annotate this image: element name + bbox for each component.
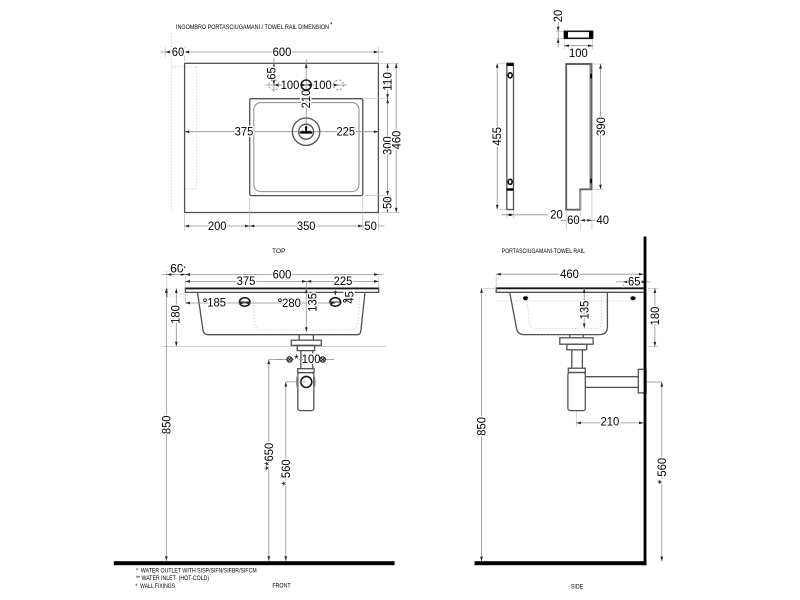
svg-text:300: 300 <box>381 136 395 155</box>
svg-text:850: 850 <box>159 415 173 434</box>
svg-text:* WATER OUTLET WITH SISP/SIFN: * WATER OUTLET WITH SISP/SIFN/SIFBR/SIFC… <box>136 568 257 575</box>
svg-text:180: 180 <box>648 306 662 325</box>
svg-text:460: 460 <box>560 267 579 281</box>
svg-text:TOP: TOP <box>272 248 286 255</box>
svg-text:390: 390 <box>594 117 608 136</box>
svg-text:* 560: * 560 <box>655 458 669 484</box>
svg-text:135: 135 <box>577 300 591 319</box>
svg-text:200: 200 <box>208 219 227 233</box>
svg-text:460: 460 <box>389 130 403 149</box>
svg-text:FRONT: FRONT <box>272 583 290 590</box>
svg-text:PORTASCIUGAMANI-TOWEL RAIL: PORTASCIUGAMANI-TOWEL RAIL <box>502 248 586 255</box>
svg-text:375: 375 <box>235 125 254 139</box>
svg-text:600: 600 <box>273 45 292 59</box>
svg-text:20: 20 <box>550 208 563 222</box>
svg-text:60: 60 <box>567 213 580 227</box>
svg-text:60*: 60* <box>170 261 186 275</box>
svg-text:100: 100 <box>281 78 300 92</box>
svg-text:375: 375 <box>237 274 256 288</box>
svg-text:65: 65 <box>628 275 641 289</box>
svg-text:110: 110 <box>381 72 395 91</box>
svg-text:* WALL FIXINGS: * WALL FIXINGS <box>135 583 175 590</box>
svg-text:600: 600 <box>273 267 292 281</box>
svg-text:225: 225 <box>334 274 353 288</box>
svg-text:185: 185 <box>207 296 226 310</box>
svg-text:SIDE: SIDE <box>571 584 583 591</box>
svg-text:350: 350 <box>297 219 316 233</box>
svg-text:65: 65 <box>265 67 279 80</box>
svg-text:210: 210 <box>601 414 620 428</box>
svg-text:210: 210 <box>299 89 313 108</box>
svg-text:50: 50 <box>364 219 377 233</box>
svg-text:180: 180 <box>169 305 183 324</box>
svg-text:100: 100 <box>313 78 332 92</box>
svg-text:100: 100 <box>569 46 588 60</box>
svg-text:40: 40 <box>597 213 610 227</box>
svg-text:850: 850 <box>475 417 489 436</box>
svg-text:280: 280 <box>282 296 301 310</box>
svg-text:225: 225 <box>336 125 355 139</box>
svg-text:*: * <box>330 22 333 29</box>
svg-text:20: 20 <box>551 9 565 22</box>
svg-text:**650: **650 <box>262 443 276 471</box>
svg-text:455: 455 <box>490 127 504 146</box>
svg-text:* 560: * 560 <box>279 459 293 485</box>
svg-text:** WATER INLET (HOT-COLD): ** WATER INLET (HOT-COLD) <box>136 575 209 582</box>
svg-text:* 100: * 100 <box>294 352 320 366</box>
svg-text:135: 135 <box>306 293 320 312</box>
svg-text:50: 50 <box>381 196 395 209</box>
svg-text:INGOMBRO PORTASCIUGAMANI / TOW: INGOMBRO PORTASCIUGAMANI / TOWEL RAIL DI… <box>176 24 329 31</box>
svg-text:60: 60 <box>172 45 185 59</box>
